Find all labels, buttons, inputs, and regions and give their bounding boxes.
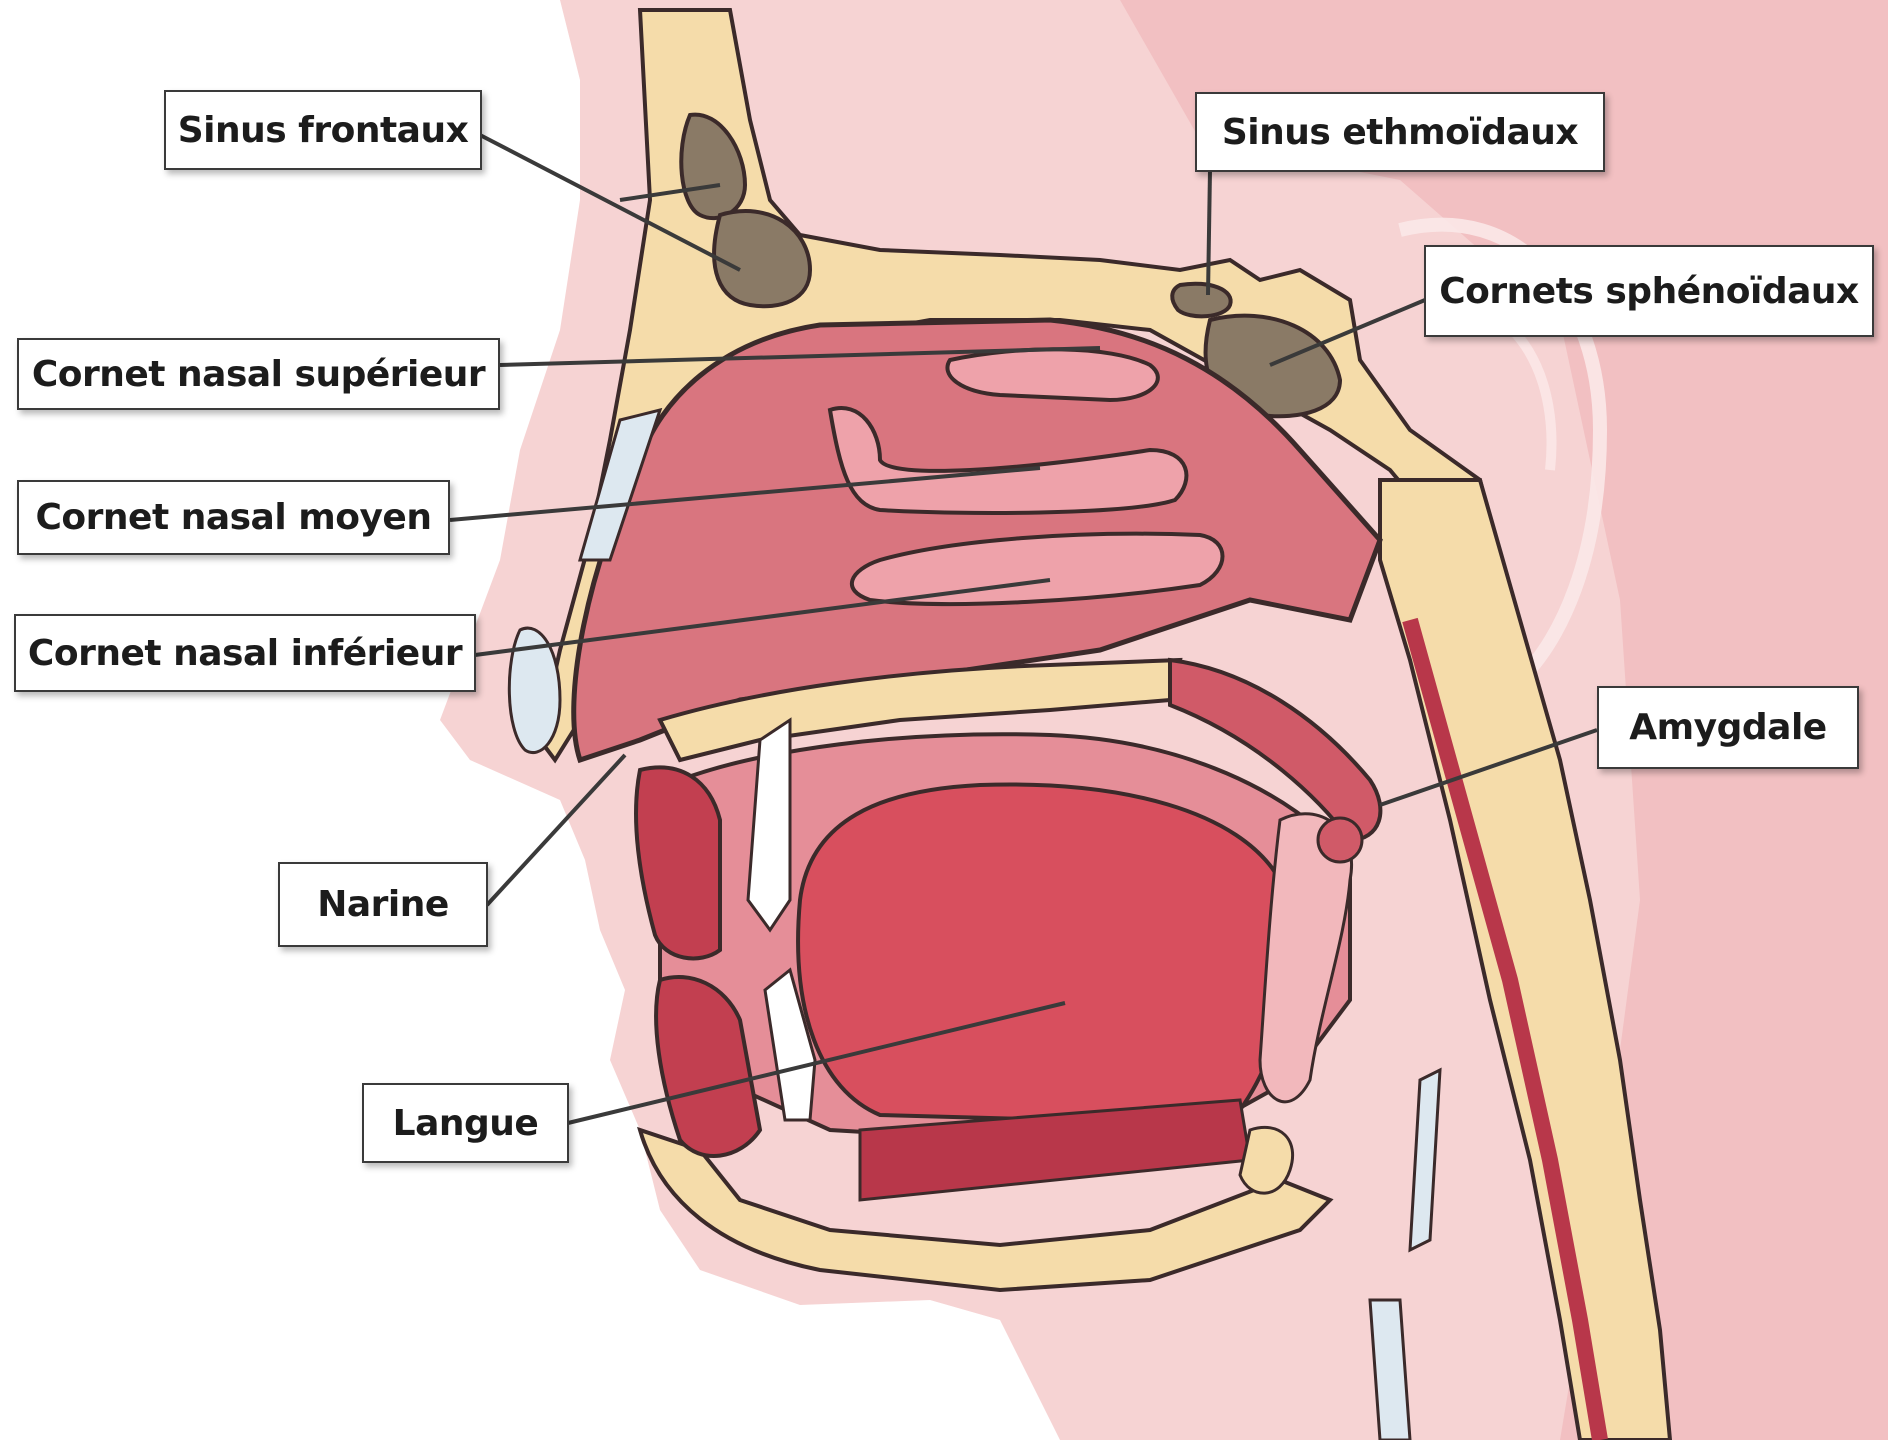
label-amygdale: Amygdale [1597, 686, 1859, 769]
tongue [798, 784, 1290, 1120]
label-sinus-ethmoidaux: Sinus ethmoïdaux [1195, 92, 1605, 172]
label-sinus-frontaux: Sinus frontaux [164, 90, 482, 170]
label-cornet-nasal-superieur: Cornet nasal supérieur [17, 338, 500, 410]
leader-sinus-ethmoidaux [1208, 170, 1210, 295]
label-cornets-sphenoidaux: Cornets sphénoïdaux [1424, 245, 1874, 337]
label-cornet-nasal-moyen: Cornet nasal moyen [17, 480, 450, 555]
label-langue: Langue [362, 1083, 569, 1163]
label-cornet-nasal-inferieur: Cornet nasal inférieur [14, 614, 476, 692]
hyoid-bone [1240, 1127, 1293, 1193]
ethmoid-sinus [1172, 284, 1230, 317]
amygdale-node [1318, 818, 1362, 862]
label-narine: Narine [278, 862, 488, 947]
superior-turbinate [947, 349, 1157, 400]
